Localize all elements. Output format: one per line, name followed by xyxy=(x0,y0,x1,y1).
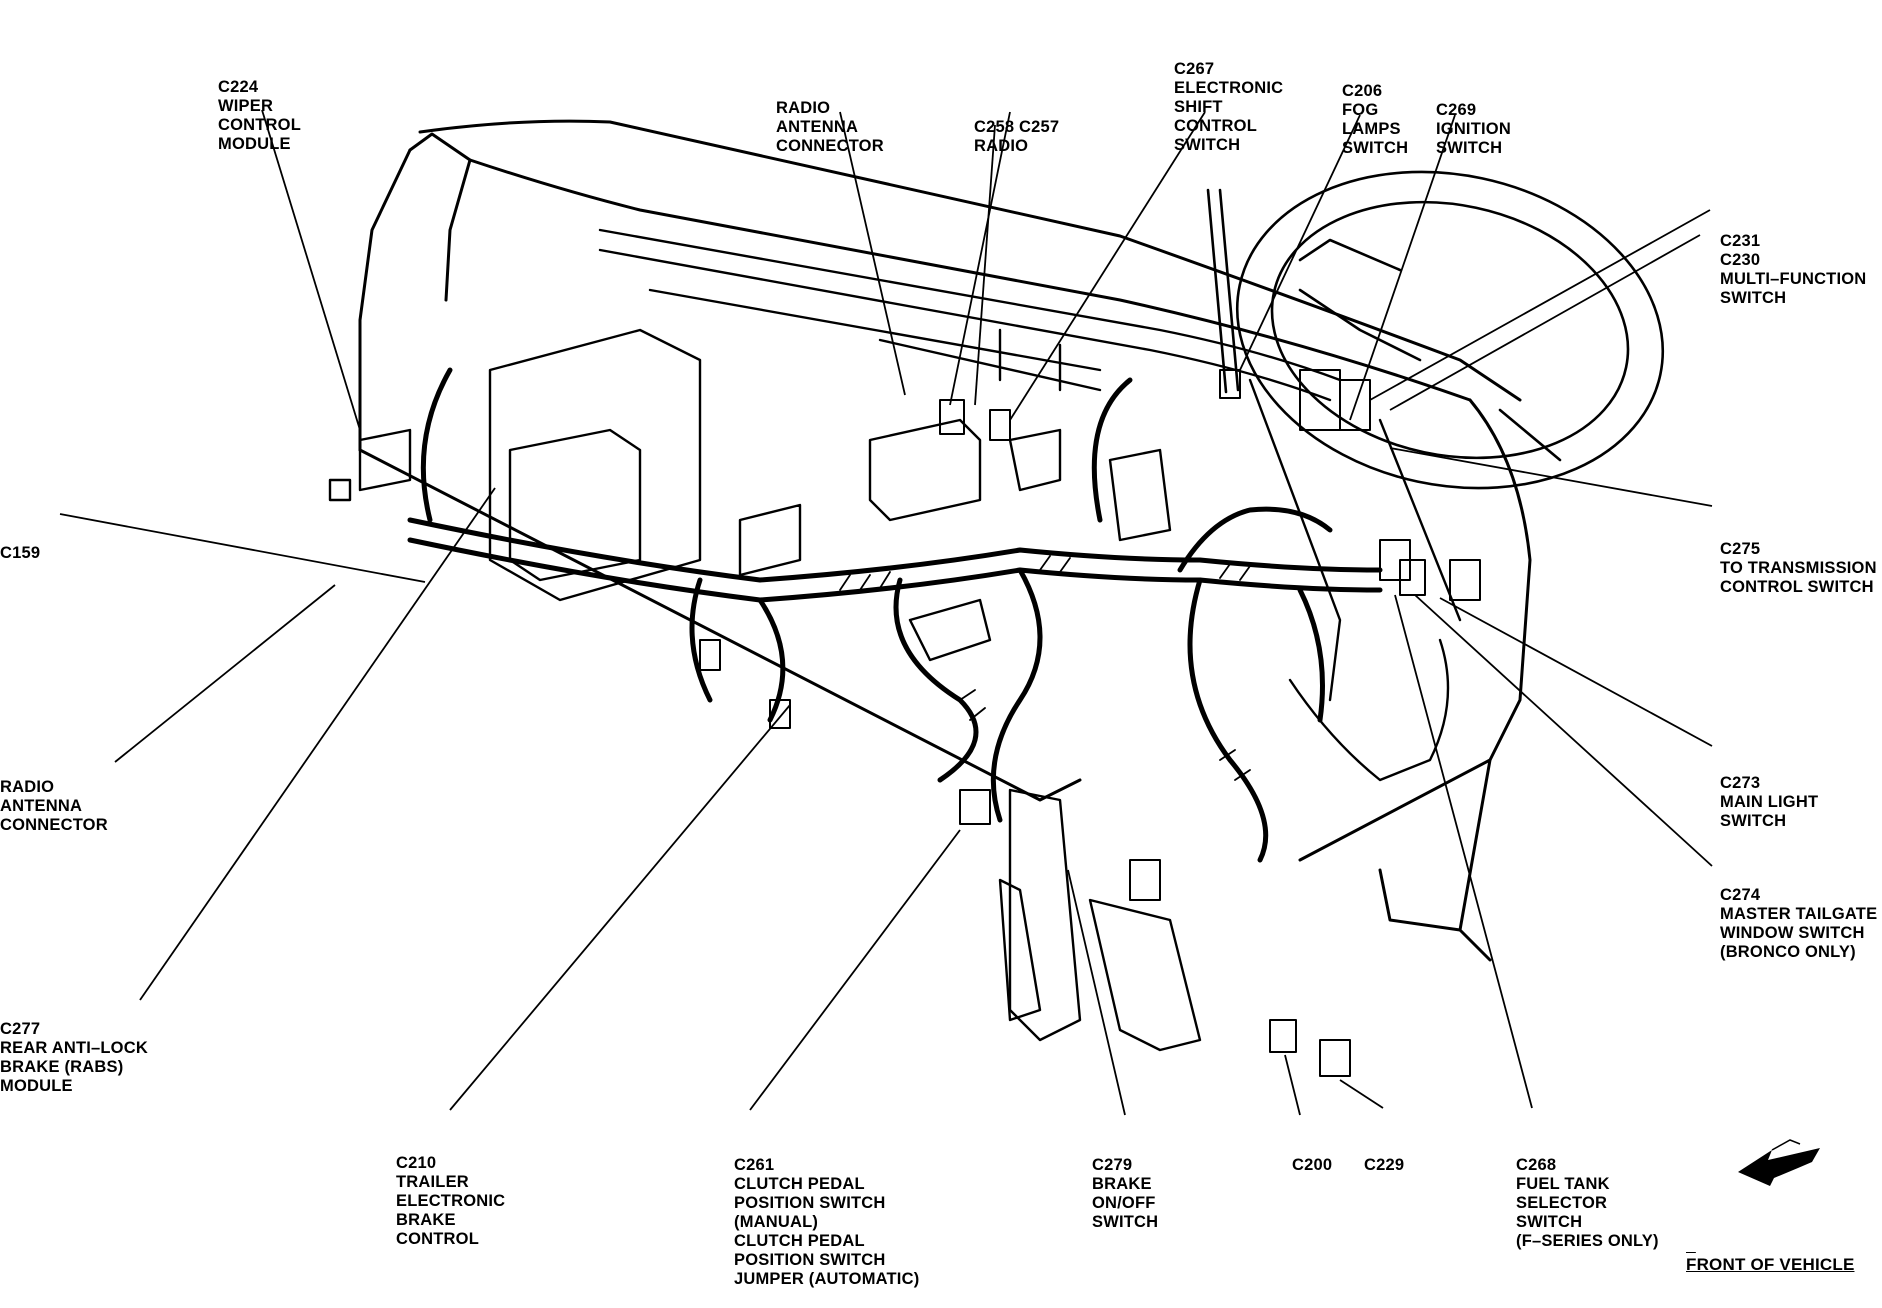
front-arrow-icon xyxy=(1738,1139,1820,1186)
dashboard-wiring-illustration xyxy=(59,109,1820,1186)
leader-lines xyxy=(59,109,1713,1116)
label-c200: C200 xyxy=(1292,1156,1333,1174)
steering-column xyxy=(1248,378,1462,782)
connectors xyxy=(699,369,1481,1077)
steering-wheel xyxy=(1206,170,1665,490)
dash-top-rail xyxy=(598,228,1342,402)
instrument-panel-shell xyxy=(358,119,1532,962)
label-c229: C229 xyxy=(1364,1156,1405,1174)
front-of-vehicle-label: FRONT OF VEHICLE xyxy=(1686,1255,1855,1274)
label-c159: C159 xyxy=(0,544,41,562)
wiring-harness xyxy=(407,367,1383,863)
harness-wraps xyxy=(839,555,1251,781)
module-boxes xyxy=(328,328,1172,662)
pedals xyxy=(998,788,1202,1052)
